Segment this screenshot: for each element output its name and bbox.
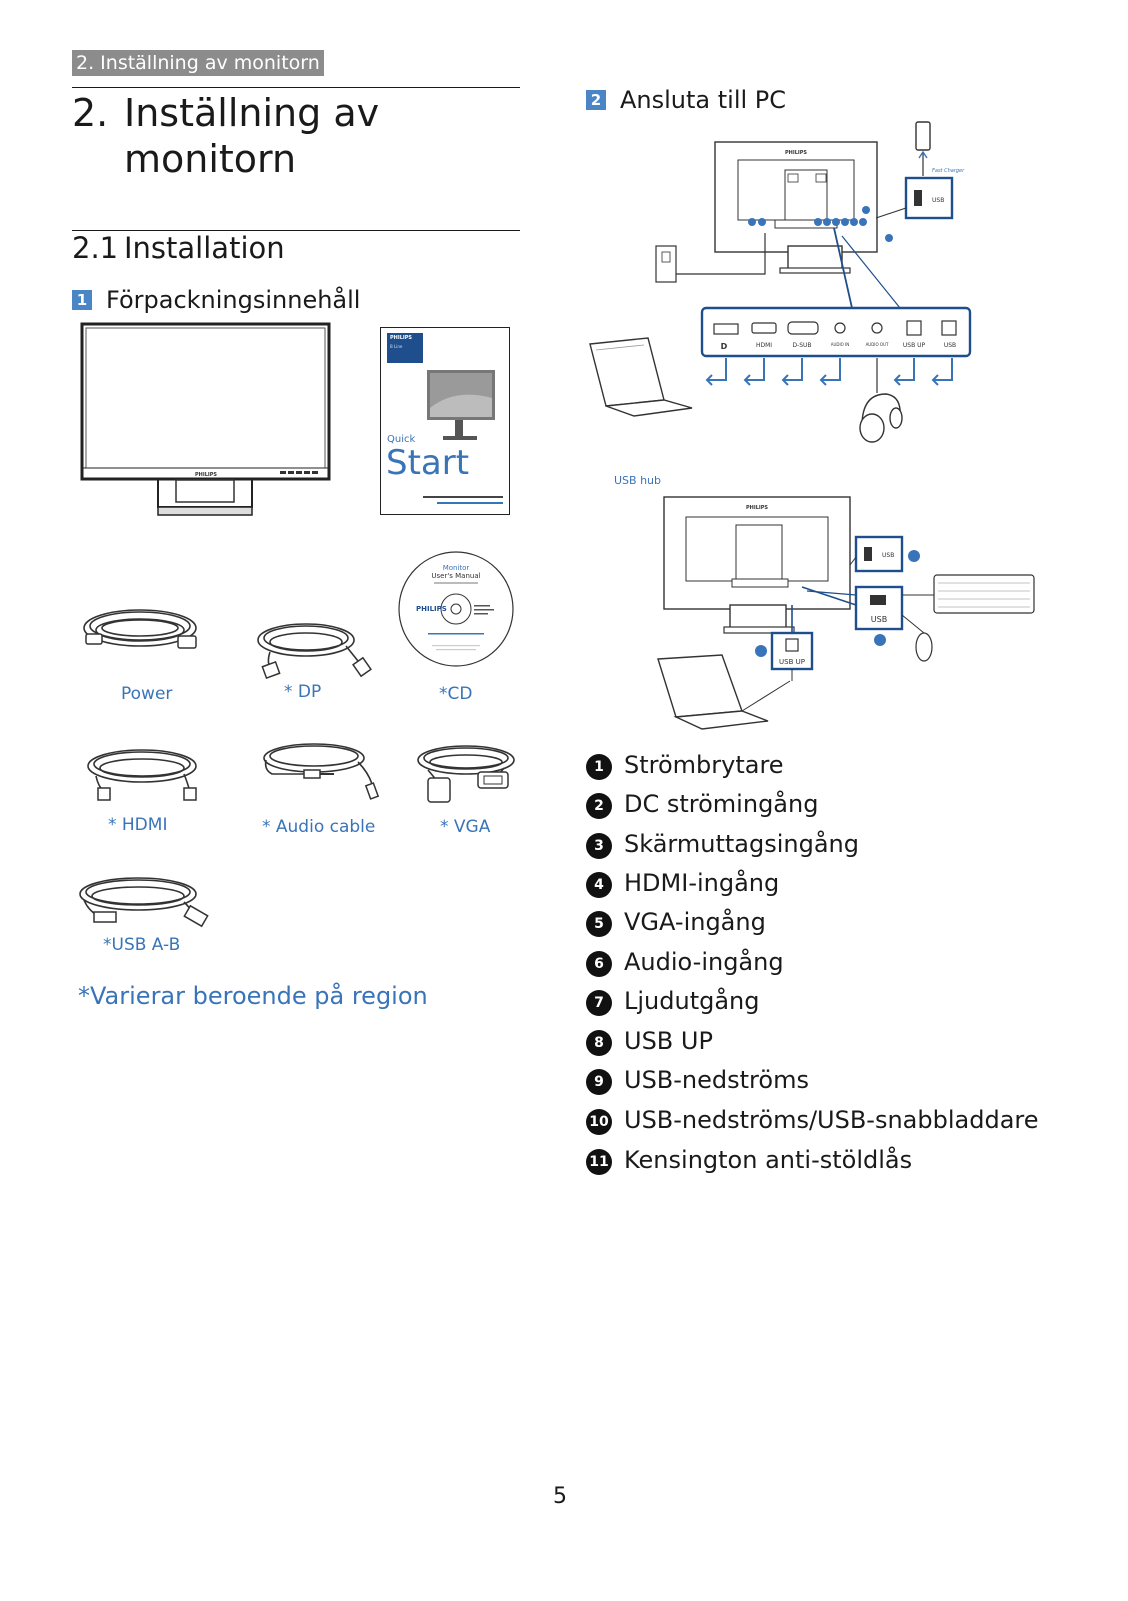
subsection-connect-to-pc: 2 Ansluta till PC <box>586 86 786 114</box>
svg-text:D: D <box>721 342 728 351</box>
caption-usb-a-b: *USB A-B <box>103 935 181 955</box>
section-number: 2.1 <box>72 231 119 265</box>
legend-label: Skärmuttagsingång <box>624 830 859 858</box>
cd-disc-illustration: Monitor User's Manual PHILIPS <box>398 551 514 667</box>
legend-label: Audio-ingång <box>624 948 784 976</box>
booklet-register-text-2 <box>437 502 503 504</box>
legend-number: 2 <box>586 793 612 819</box>
port-usb-up: USB UP <box>903 342 926 349</box>
legend-label: Ljudutgång <box>624 987 760 1015</box>
caption-dp: * DP <box>284 682 322 702</box>
booklet-start: Start <box>386 443 470 483</box>
subsection-title: Förpackningsinnehåll <box>106 286 361 314</box>
power-cable-illustration <box>83 609 197 649</box>
legend-number: 3 <box>586 833 612 859</box>
legend-item: 5 VGA-ingång <box>586 907 766 937</box>
usb-fast-label: USB <box>932 197 944 204</box>
chapter-number: 2. <box>72 91 109 135</box>
booklet-cover-band: PHILIPS B Line <box>387 333 423 363</box>
pc-connection-diagram: Fast Charger PHILIPS USB D HDMI D-SUB AU… <box>589 121 972 443</box>
legend-label: DC strömingång <box>624 790 819 818</box>
cd-subtitle: User's Manual <box>431 572 480 580</box>
legend-item: 4 HDMI-ingång <box>586 868 779 898</box>
caption-power: Power <box>121 684 173 704</box>
audio-cable-illustration <box>263 743 380 800</box>
port-audio-in: AUDIO IN <box>831 342 850 347</box>
page-number: 5 <box>553 1484 567 1509</box>
caption-vga: * VGA <box>440 817 491 837</box>
legend-label: HDMI-ingång <box>624 869 780 897</box>
section-heading: 2.1 Installation <box>72 230 520 270</box>
monitor-front-brand: PHILIPS <box>195 472 217 478</box>
subsection-number-badge: 2 <box>586 90 606 110</box>
legend-label: VGA-ingång <box>624 908 766 936</box>
chapter-heading: 2. Inställning av monitorn <box>72 90 520 190</box>
legend-number: 9 <box>586 1069 612 1095</box>
section-title: Installation <box>124 231 285 265</box>
hub-usb-top-label: USB <box>882 552 894 559</box>
legend-item: 9 USB-nedströms <box>586 1065 809 1095</box>
usb-hub-diagram: PHILIPS USB USB USB UP <box>657 496 1035 730</box>
legend-label: USB UP <box>624 1027 713 1055</box>
legend-label: Kensington anti-stöldlås <box>624 1146 913 1174</box>
chapter-title: Inställning av monitorn <box>124 91 380 181</box>
legend-item: 1 Strömbrytare <box>586 750 784 780</box>
legend-number: 4 <box>586 872 612 898</box>
booklet-monitor-picture <box>427 370 495 440</box>
usb-cable-illustration <box>79 877 209 928</box>
booklet-brand: PHILIPS <box>390 335 413 341</box>
quick-start-booklet: PHILIPS B Line Quick Start <box>380 327 510 515</box>
dp-cable-illustration <box>257 623 372 679</box>
region-note: *Varierar beroende på region <box>78 982 428 1010</box>
chapter-rule <box>72 87 520 88</box>
legend-number: 6 <box>586 951 612 977</box>
caption-hdmi: * HDMI <box>108 815 168 835</box>
legend-label: USB-nedströms <box>624 1066 809 1094</box>
cd-title: Monitor <box>443 564 470 572</box>
running-header: 2. Inställning av monitorn <box>72 50 324 76</box>
booklet-line: B Line <box>390 344 403 349</box>
legend-item: 3 Skärmuttagsingång <box>586 829 859 859</box>
legend-item: 11 Kensington anti-stöldlås <box>586 1145 912 1175</box>
port-usb: USB <box>944 342 956 349</box>
port-dsub: D-SUB <box>792 342 811 349</box>
usb-hub-label: USB hub <box>614 474 662 487</box>
legend-number: 1 <box>586 754 612 780</box>
port-audio-out: AUDIO OUT <box>866 342 889 347</box>
hub-usb-mid-label: USB <box>871 615 887 624</box>
legend-item: 8 USB UP <box>586 1026 713 1056</box>
section-rule <box>72 230 520 231</box>
subsection-number-badge: 1 <box>72 290 92 310</box>
diagram-brand: PHILIPS <box>785 150 807 156</box>
legend-number: 11 <box>586 1149 612 1175</box>
legend-label: Strömbrytare <box>624 751 784 779</box>
legend-number: 7 <box>586 990 612 1016</box>
legend-item: 6 Audio-ingång <box>586 947 784 977</box>
booklet-register-text-1 <box>423 496 503 498</box>
port-hdmi: HDMI <box>756 342 772 349</box>
vga-cable-illustration <box>417 745 515 803</box>
booklet-quick: Quick <box>387 434 416 445</box>
legend-item: 2 DC strömingång <box>586 789 818 819</box>
hub-brand: PHILIPS <box>746 505 768 511</box>
subsection-package-contents: 1 Förpackningsinnehåll <box>72 286 360 314</box>
legend-number: 8 <box>586 1030 612 1056</box>
caption-audio-cable: * Audio cable <box>262 817 376 837</box>
hdmi-cable-illustration <box>87 749 197 801</box>
subsection-title: Ansluta till PC <box>620 86 787 114</box>
cd-brand: PHILIPS <box>416 605 447 613</box>
caption-cd: *CD <box>439 684 473 704</box>
hub-usb-up-label: USB UP <box>779 658 805 666</box>
legend-number: 5 <box>586 911 612 937</box>
legend-item: 7 Ljudutgång <box>586 986 760 1016</box>
legend-item: 10 USB-nedströms/USB-snabbladdare <box>586 1105 1039 1135</box>
legend-label: USB-nedströms/USB-snabbladdare <box>624 1106 1039 1134</box>
monitor-front-illustration: PHILIPS <box>80 322 331 516</box>
fast-charger-label: Fast Charger <box>932 168 965 174</box>
legend-number: 10 <box>586 1109 612 1135</box>
